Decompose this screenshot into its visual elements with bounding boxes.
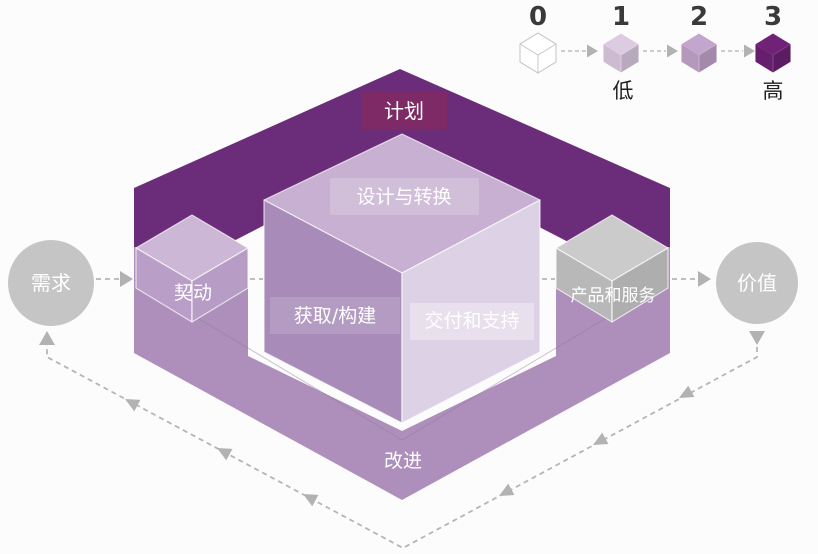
maturity-legend: 0 1 2 3 低 [519, 2, 792, 103]
products-to-value-arrow-icon [698, 271, 711, 287]
loop-arrow-icon [593, 432, 609, 445]
legend-value-1: 1 [612, 2, 630, 32]
legend-cube-2-left-shade [680, 43, 700, 74]
demand-circle [8, 240, 94, 326]
obtain-build-label-bg [270, 297, 400, 334]
legend-cube-level-2 [680, 32, 718, 74]
legend-cube-1-body [602, 32, 640, 74]
obtain-build-label: 获取/构建 [294, 305, 376, 327]
legend-cube-level-3 [754, 32, 792, 74]
design-transition-label: 设计与转换 [356, 186, 451, 208]
deliver-support-label: 交付和支持 [424, 310, 519, 332]
engage-cube [135, 214, 249, 323]
value-label: 价值 [737, 271, 777, 295]
loop-arrow-icon [217, 448, 233, 461]
core-cube-right-face [401, 199, 541, 424]
plan-label: 计划 [384, 99, 424, 123]
deliver-support-label-bg [410, 303, 534, 340]
value-to-demand-feedback-loop [39, 331, 765, 550]
loop-arrow-icon [125, 399, 141, 412]
improve-band-edge-line [133, 279, 671, 441]
legend-value-3: 3 [764, 2, 782, 32]
feedback-loop-path [46, 345, 758, 550]
legend-cube-2-body [680, 32, 718, 74]
legend-cube-level-1 [602, 32, 640, 74]
legend-arrow-1-2-icon [667, 44, 678, 58]
legend-cube-3-left-shade [754, 43, 774, 74]
legend-cube-3-body [754, 32, 792, 74]
legend-low-label: 低 [613, 79, 634, 103]
flow-connectors [96, 271, 711, 287]
legend-cube-level-0 [519, 32, 557, 74]
improve-label: 改进 [384, 450, 422, 472]
core-activities-cube [263, 133, 541, 424]
engage-label: 契动 [174, 282, 212, 304]
legend-cube-2-right-shade [698, 43, 718, 74]
demand-label: 需求 [31, 271, 71, 295]
legend-arrow-0-1-icon [587, 44, 598, 58]
products-services-label: 产品和服务 [571, 286, 656, 306]
legend-cube-0-edges [519, 43, 557, 73]
products-services-cube [555, 214, 669, 323]
legend-value-0: 0 [529, 2, 547, 32]
legend-high-label: 高 [763, 79, 784, 103]
demand-to-engage-arrow-icon [120, 271, 133, 287]
value-circle [716, 242, 798, 324]
plan-label-bg [361, 92, 447, 129]
legend-cube-1-left-shade [602, 43, 622, 74]
legend-arrow-2-3-icon [744, 44, 755, 58]
legend-cube-3-right-shade [772, 43, 792, 74]
legend-cube-1-right-shade [620, 43, 640, 74]
legend-value-2: 2 [690, 2, 708, 32]
loop-arrow-icon [303, 494, 319, 507]
design-transition-label-bg [330, 178, 479, 215]
loop-arrow-icon [679, 385, 695, 398]
loop-arrow-icon [499, 483, 515, 496]
arrow-out-of-value-icon [749, 331, 765, 345]
arrow-into-demand-icon [39, 331, 55, 345]
